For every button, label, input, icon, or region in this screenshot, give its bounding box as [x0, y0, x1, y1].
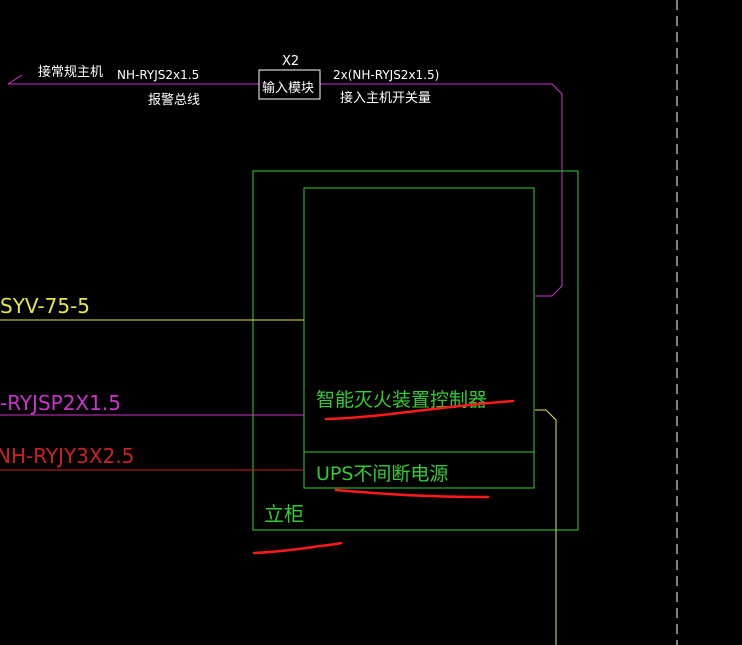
cabinet-label: 立柜 [264, 502, 304, 526]
arrow-head [7, 74, 23, 85]
input-module-box [258, 69, 321, 100]
cabinet-outline [252, 170, 579, 531]
alarm-bus-label: 报警总线 [148, 92, 200, 108]
bus-cable-label: NH-RYJS2x1.5 [117, 68, 199, 82]
controller-box [303, 187, 535, 453]
power-cable-label: NH-RYJY3X2.5 [0, 444, 134, 468]
switch-cable-line [320, 83, 563, 297]
coax-label: SYV-75-5 [0, 294, 90, 318]
switch-cable-label: 2x(NH-RYJS2x1.5) [333, 68, 439, 82]
annotation-underline-cabinet [252, 541, 343, 555]
annotation-underline-ups [334, 488, 490, 499]
signal-cable-label: -RYJSP2X1.5 [0, 391, 121, 415]
switch-input-label: 接入主机开关量 [340, 90, 431, 106]
input-module-label: 输入模块 [262, 80, 314, 96]
annotation-underline-controller [324, 399, 515, 421]
yellow-output-line [535, 409, 557, 645]
module-qty-label: X2 [282, 54, 299, 69]
controller-label: 智能灭火装置控制器 [316, 389, 487, 411]
connect-main-label: 接常规主机 [38, 64, 103, 80]
ups-label: UPS不间断电源 [316, 463, 448, 485]
